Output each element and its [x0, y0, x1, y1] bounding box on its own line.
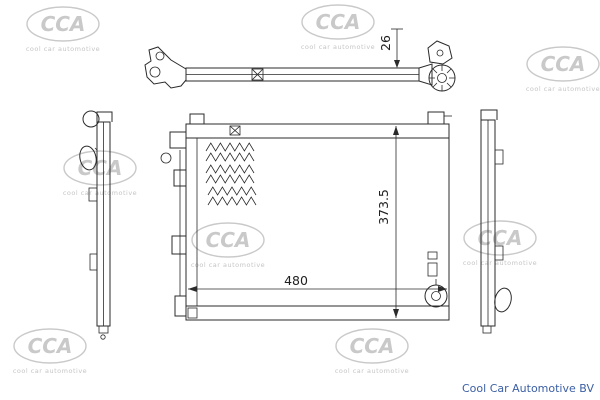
dimension-height: 373.5	[376, 126, 399, 318]
dimension-width-label: 480	[284, 273, 308, 288]
bottom-left-fitting	[187, 307, 198, 319]
left-side-view	[79, 110, 113, 340]
fan-coupling	[428, 64, 456, 92]
clip-symbol	[251, 68, 264, 81]
right-bracket-upper	[494, 149, 504, 165]
top-left-mount-tab	[189, 113, 205, 124]
watermark-ellipse	[191, 222, 265, 258]
left-filler-cap	[82, 110, 100, 128]
watermark-sub-text: cool car automotive	[26, 45, 100, 53]
watermark-cca-text: CCA	[316, 10, 361, 34]
watermark-logo: CCA cool car automotive	[63, 150, 137, 197]
left-bottom-stub	[98, 325, 109, 334]
clip-symbol	[229, 125, 241, 136]
fin-symbol	[205, 142, 255, 162]
dimension-label-bg	[274, 274, 318, 287]
watermark-sub-text: cool car automotive	[526, 85, 600, 93]
left-filler-neck	[96, 111, 113, 122]
fin-symbol	[207, 186, 257, 206]
front-view	[160, 111, 452, 321]
left-bracket-upper	[88, 187, 98, 202]
dimension-arrow	[394, 60, 400, 68]
watermark-logo: CCA cool car automotive	[191, 222, 265, 269]
watermark-ellipse	[526, 46, 600, 82]
watermark-cca-text: CCA	[206, 228, 251, 252]
right-hose-connector	[494, 287, 512, 313]
dimension-width: 480	[188, 273, 447, 292]
watermark-cca-text: CCA	[28, 334, 73, 358]
watermark-ellipse	[335, 328, 409, 364]
dimension-arrow	[438, 286, 447, 292]
dimension-depth-label: 26	[378, 35, 393, 51]
watermark-sub-text: cool car automotive	[301, 43, 375, 51]
dimension-height-label: 373.5	[376, 189, 391, 225]
top-view-left-bracket	[144, 46, 187, 89]
watermark-sub-text: cool car automotive	[13, 367, 87, 375]
dimension-arrow	[188, 286, 197, 292]
right-top-cap	[480, 109, 498, 120]
watermark-logo: CCA cool car automotive	[301, 4, 375, 51]
drain-cap	[424, 279, 448, 308]
front-left-brackets	[160, 131, 186, 317]
watermark-sub-text: cool car automotive	[191, 261, 265, 269]
watermark-ellipse	[26, 6, 100, 42]
watermark-sub-text: cool car automotive	[63, 189, 137, 197]
right-bottom-stub	[482, 325, 492, 334]
right-fitting-large	[427, 262, 438, 277]
dimension-depth: 26	[378, 28, 403, 68]
left-bracket-lower	[89, 253, 98, 271]
top-view-right-bracket	[418, 40, 453, 86]
watermark-logo: CCA cool car automotive	[26, 6, 100, 53]
watermark-ellipse	[63, 150, 137, 186]
watermark-ellipse	[301, 4, 375, 40]
top-right-mount-tab	[427, 111, 445, 124]
watermark-logo: CCA cool car automotive	[526, 46, 600, 93]
left-drain-pin	[100, 334, 106, 340]
watermark-cca-text: CCA	[541, 52, 586, 76]
watermark-cca-text: CCA	[350, 334, 395, 358]
dimension-arrow	[393, 309, 399, 318]
watermark-ellipse	[463, 220, 537, 256]
watermark-logo: CCA cool car automotive	[13, 328, 87, 375]
watermark-logo: CCA cool car automotive	[335, 328, 409, 375]
watermark-sub-text: cool car automotive	[463, 259, 537, 267]
left-hose-connector	[79, 145, 97, 171]
dimension-arrow	[393, 126, 399, 135]
front-view-outline	[185, 123, 450, 321]
watermark-cca-text: CCA	[41, 12, 86, 36]
top-view	[144, 40, 456, 92]
right-fitting-small	[427, 251, 438, 260]
fin-symbol	[205, 164, 255, 184]
watermark-sub-text: cool car automotive	[335, 367, 409, 375]
right-side-view	[480, 109, 512, 334]
brand-footer: Cool Car Automotive BV	[462, 382, 594, 395]
watermark-ellipse	[13, 328, 87, 364]
right-bracket-lower	[494, 245, 504, 261]
